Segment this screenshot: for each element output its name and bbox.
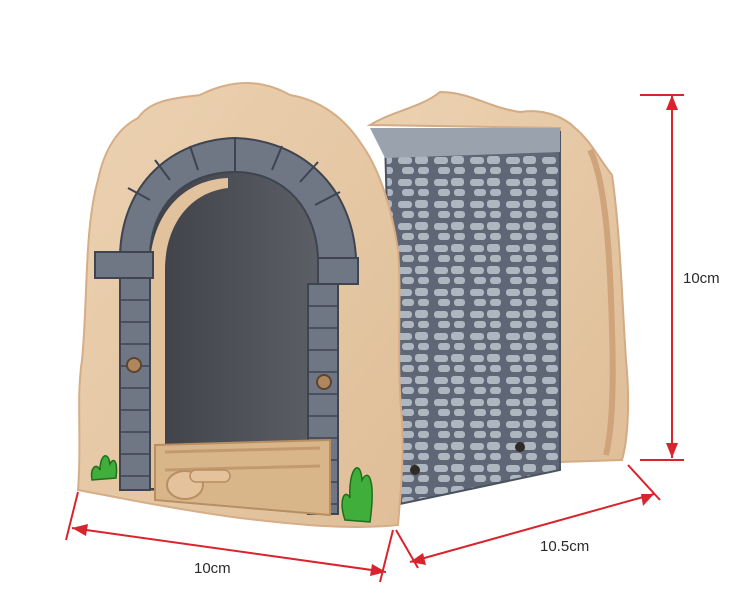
screw-hole-icon bbox=[410, 465, 420, 475]
width-label: 10cm bbox=[194, 560, 231, 577]
width-arrow-line bbox=[71, 527, 387, 573]
left-pillar bbox=[119, 277, 151, 491]
back-panel bbox=[366, 90, 630, 464]
front-panel bbox=[76, 82, 404, 529]
screw-icon bbox=[126, 357, 142, 373]
depth-label: 10.5cm bbox=[540, 538, 590, 555]
bush-icon bbox=[341, 467, 373, 523]
bush-icon bbox=[90, 455, 118, 481]
wooden-track bbox=[154, 438, 331, 517]
dimension-arrows bbox=[65, 94, 684, 583]
screw-hole-icon bbox=[515, 442, 525, 452]
screw-icon bbox=[316, 374, 332, 390]
height-label: 10cm bbox=[683, 270, 720, 287]
depth-arrow-line bbox=[409, 493, 655, 563]
